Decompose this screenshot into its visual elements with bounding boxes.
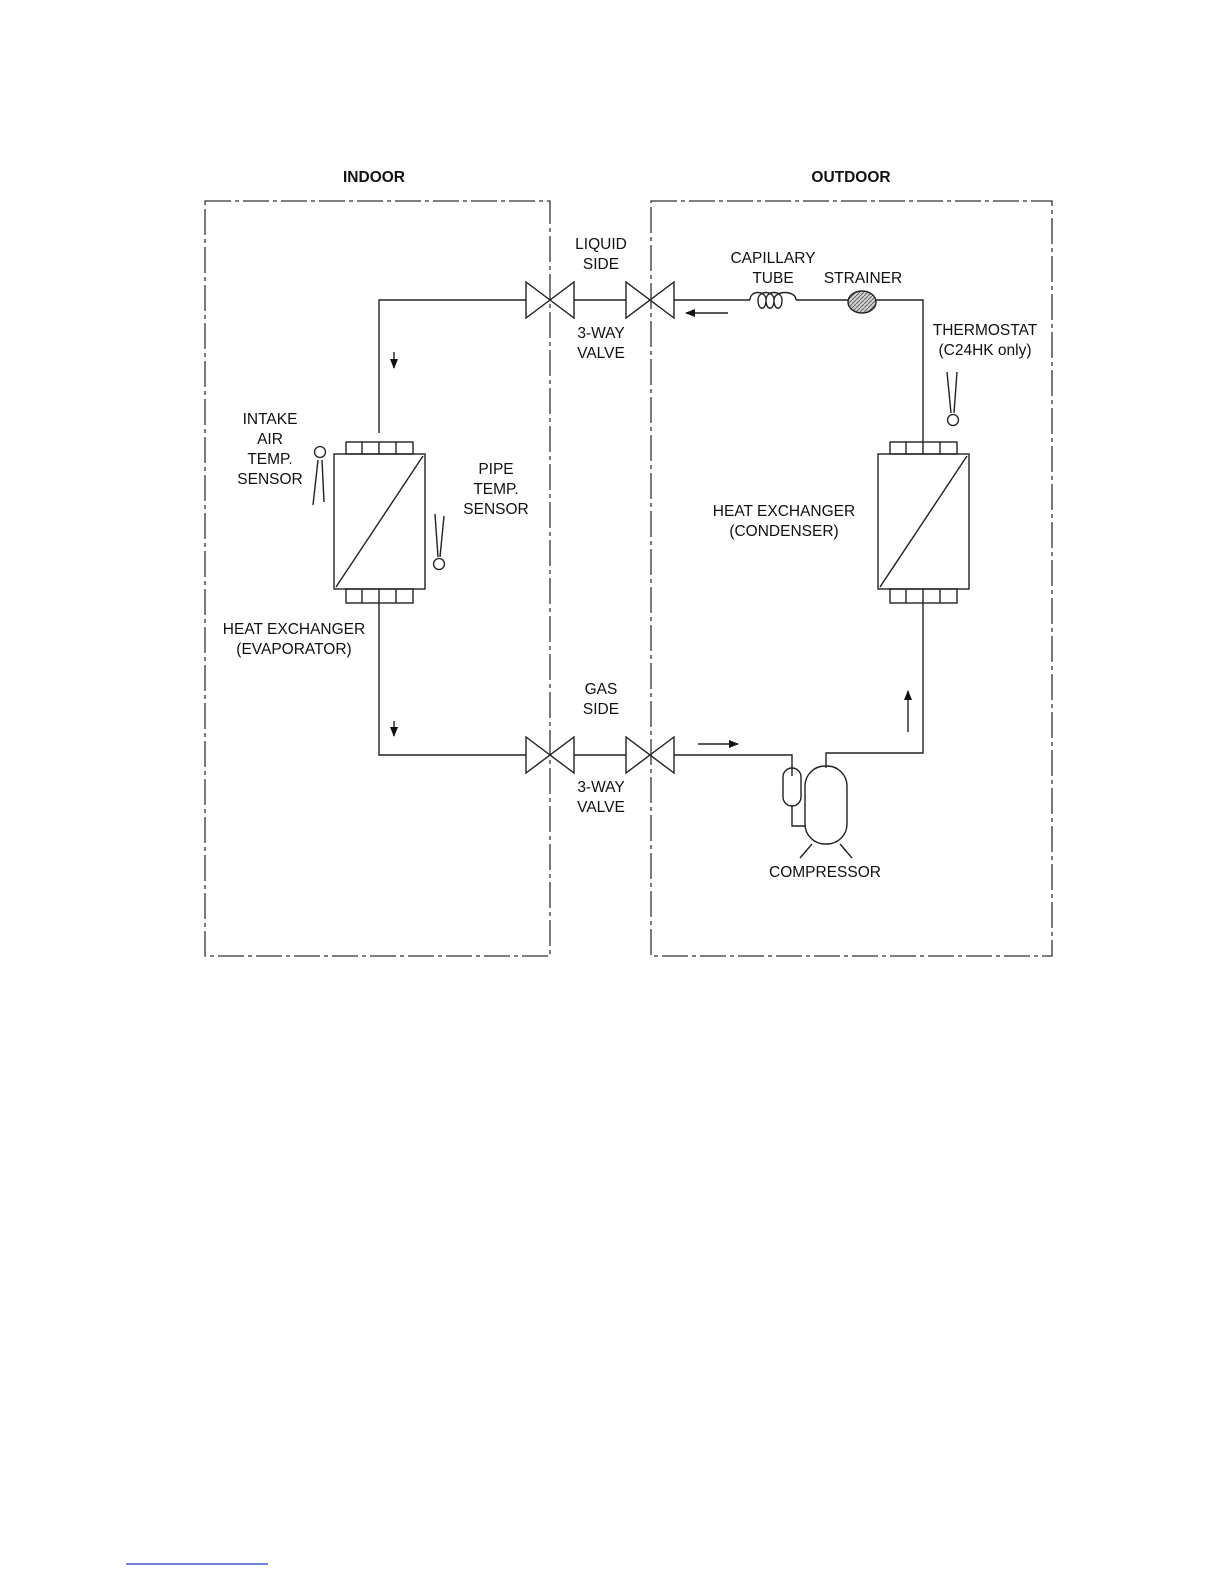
svg-text:3-WAY: 3-WAY: [577, 779, 624, 796]
evaporator-label: HEAT EXCHANGER (EVAPORATOR): [223, 621, 365, 658]
compressor-icon: [783, 766, 852, 858]
valve-bottom-label: 3-WAY VALVE: [577, 779, 625, 816]
capillary-tube-label: CAPILLARY TUBE: [730, 250, 815, 287]
compressor-label: COMPRESSOR: [769, 864, 881, 881]
outdoor-boundary: [651, 201, 1052, 956]
svg-text:THERMOSTAT: THERMOSTAT: [933, 322, 1038, 339]
strainer-label: STRAINER: [824, 270, 902, 287]
svg-text:TEMP.: TEMP.: [247, 451, 292, 468]
svg-text:SIDE: SIDE: [583, 256, 619, 273]
condenser-heat-exchanger: [878, 442, 969, 603]
svg-text:TEMP.: TEMP.: [473, 481, 518, 498]
gas-side-valve-outdoor: [626, 737, 674, 773]
svg-text:SENSOR: SENSOR: [237, 471, 302, 488]
liquid-side-valve-outdoor: [626, 282, 674, 318]
pipe-temp-sensor-icon: [434, 514, 445, 570]
liquid-side-label: LIQUID SIDE: [575, 236, 627, 273]
strainer-icon: [848, 291, 876, 313]
svg-text:HEAT EXCHANGER: HEAT EXCHANGER: [223, 621, 365, 638]
outdoor-heading: OUTDOOR: [811, 169, 890, 186]
svg-text:LIQUID: LIQUID: [575, 236, 627, 253]
intake-air-temp-sensor-icon: [313, 447, 326, 506]
thermostat-sensor-icon: [947, 372, 959, 426]
svg-text:INTAKE: INTAKE: [243, 411, 298, 428]
svg-text:VALVE: VALVE: [577, 345, 625, 362]
indoor-heading: INDOOR: [343, 169, 405, 186]
pipe-sensor-label: PIPE TEMP. SENSOR: [463, 461, 528, 518]
svg-text:TUBE: TUBE: [752, 270, 793, 287]
evaporator-heat-exchanger: [334, 442, 425, 603]
svg-text:(EVAPORATOR): (EVAPORATOR): [236, 641, 351, 658]
svg-text:PIPE: PIPE: [478, 461, 513, 478]
svg-text:SENSOR: SENSOR: [463, 501, 528, 518]
valve-top-label: 3-WAY VALVE: [577, 325, 625, 362]
svg-text:HEAT EXCHANGER: HEAT EXCHANGER: [713, 503, 855, 520]
condenser-label: HEAT EXCHANGER (CONDENSER): [713, 503, 855, 540]
svg-text:(C24HK only): (C24HK only): [938, 342, 1031, 359]
intake-air-sensor-label: INTAKE AIR TEMP. SENSOR: [237, 411, 302, 488]
thermostat-label: THERMOSTAT (C24HK only): [933, 322, 1038, 359]
capillary-tube-coil: [750, 293, 796, 309]
indoor-boundary: [205, 201, 550, 956]
svg-text:(CONDENSER): (CONDENSER): [729, 523, 838, 540]
svg-text:SIDE: SIDE: [583, 701, 619, 718]
svg-text:CAPILLARY: CAPILLARY: [730, 250, 815, 267]
svg-text:GAS: GAS: [585, 681, 618, 698]
svg-text:VALVE: VALVE: [577, 799, 625, 816]
gas-side-label: GAS SIDE: [583, 681, 619, 718]
svg-text:AIR: AIR: [257, 431, 283, 448]
svg-text:3-WAY: 3-WAY: [577, 325, 624, 342]
